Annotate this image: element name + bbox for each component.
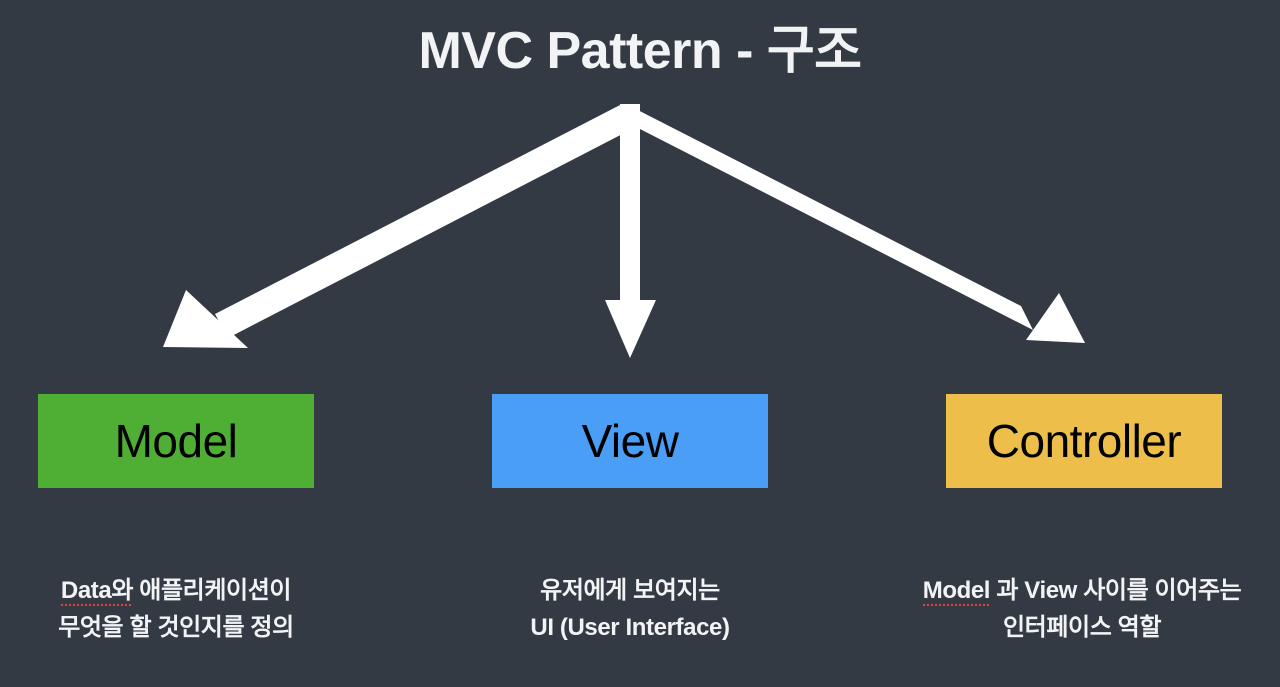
caption-controller-line2: 인터페이스 역할 — [1002, 614, 1162, 642]
caption-model-line1: Data와 애플리케이션이 — [0, 572, 376, 609]
caption-model-line1-rest: 애플리케이션이 — [133, 577, 292, 604]
spellcheck-term-data: Data와 — [60, 577, 134, 606]
page-title: MVC Pattern - 구조 — [418, 22, 862, 80]
node-box-view[interactable]: View — [492, 394, 768, 488]
caption-view-line1: 유저에게 보여지는 — [540, 577, 720, 604]
caption-controller-line1-rest: 과 View 사이를 이어주는 — [990, 577, 1242, 604]
node-label-controller: Controller — [986, 415, 1182, 467]
node-box-controller[interactable]: Controller — [946, 394, 1222, 488]
arrow-to-model-icon — [163, 104, 634, 348]
caption-view: 유저에게 보여지는 UI (User Interface) — [430, 572, 830, 646]
caption-view-line2: UI (User Interface) — [530, 614, 730, 642]
arrow-to-controller-icon — [626, 104, 1085, 343]
caption-model-line2: 무엇을 할 것인지를 정의 — [58, 614, 294, 642]
spellcheck-term-model: Model — [922, 577, 991, 606]
caption-controller: Model 과 View 사이를 이어주는 인터페이스 역할 — [882, 572, 1280, 646]
caption-model: Data와 애플리케이션이 무엇을 할 것인지를 정의 — [0, 572, 376, 646]
caption-controller-line1: Model 과 View 사이를 이어주는 — [882, 572, 1280, 609]
node-label-model: Model — [114, 415, 238, 467]
node-box-model[interactable]: Model — [38, 394, 314, 488]
node-label-view: View — [581, 415, 679, 467]
arrow-to-view-icon — [605, 104, 656, 358]
